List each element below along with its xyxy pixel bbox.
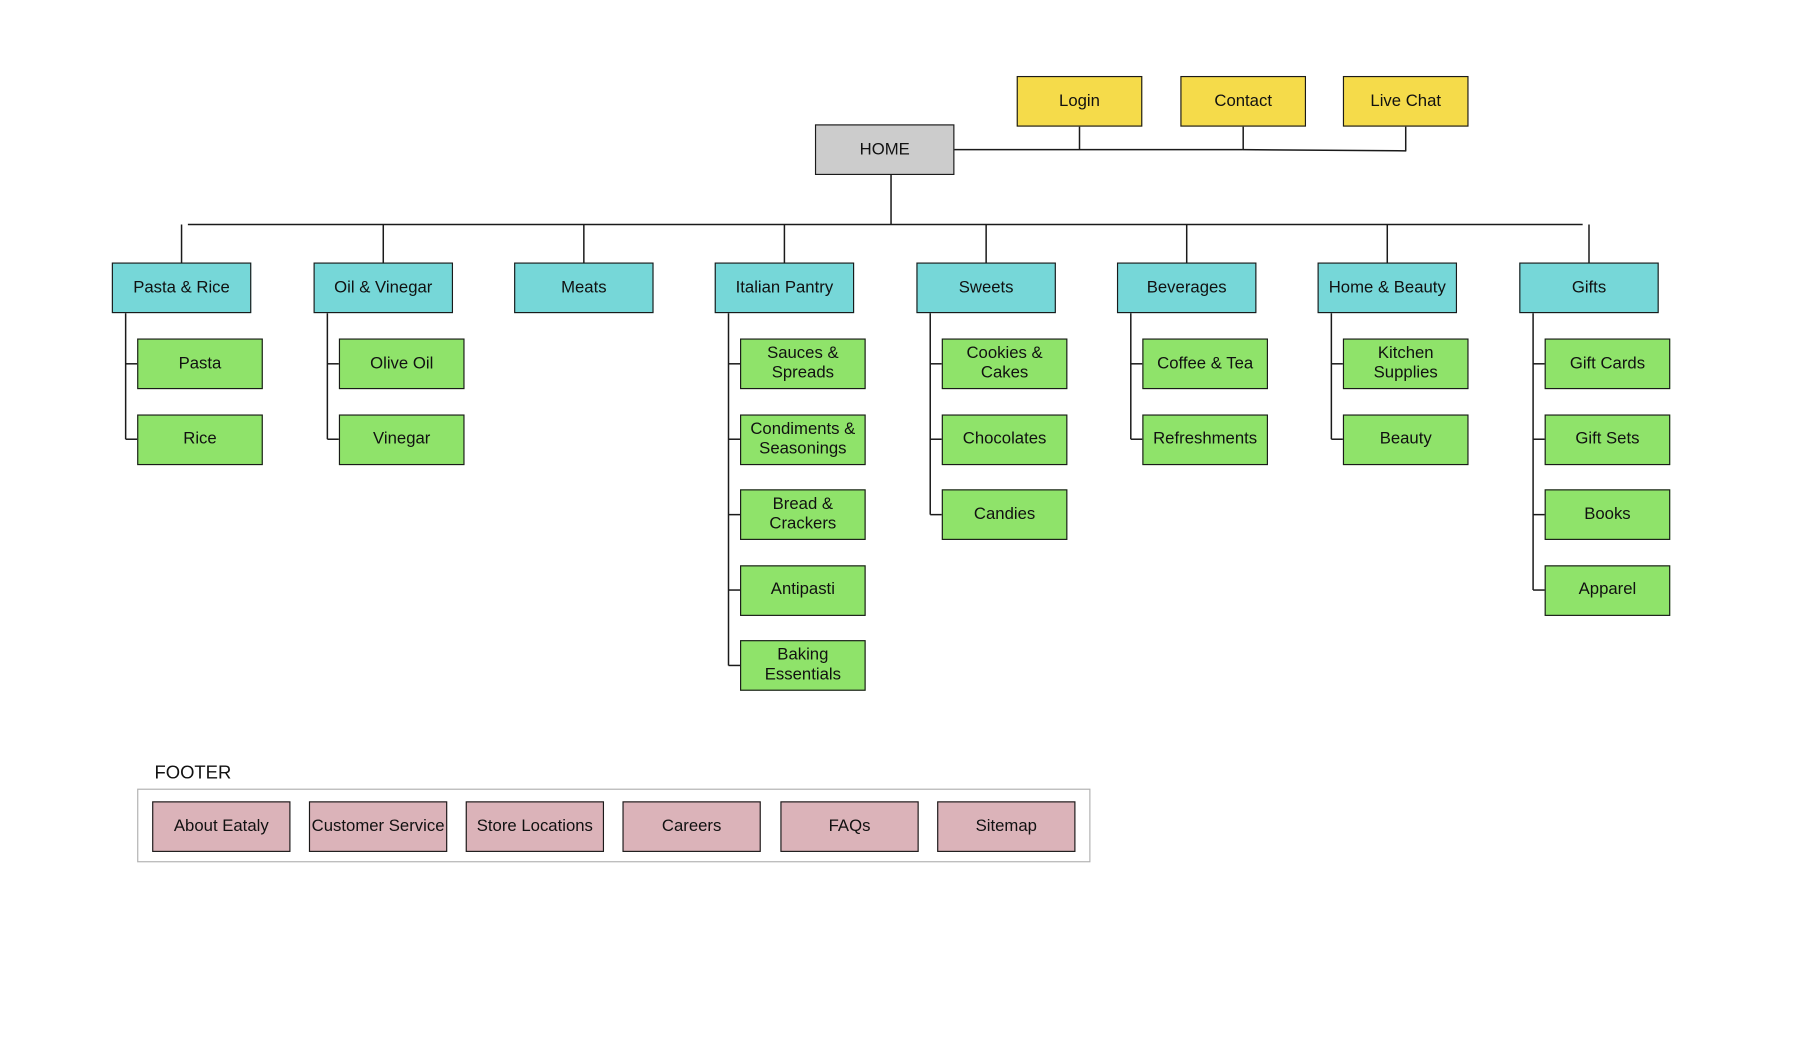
category-node-pasta-and-rice: Pasta & Rice: [111, 262, 252, 314]
subcategory-node-sauces-and-spreads: Sauces & Spreads: [740, 338, 866, 390]
category-node-beverages: Beverages: [1116, 262, 1257, 314]
category-node-italian-pantry: Italian Pantry: [714, 262, 855, 314]
footer-title: FOOTER: [154, 763, 232, 783]
connector-lines: [124, 126, 1590, 667]
utility-node-contact: Contact: [1180, 75, 1307, 127]
category-node-gifts: Gifts: [1519, 262, 1659, 314]
home-node: HOME: [814, 124, 955, 175]
subcategory-node-vinegar: Vinegar: [338, 413, 465, 465]
subcategory-node-antipasti: Antipasti: [740, 564, 866, 616]
utility-node-login: Login: [1016, 75, 1143, 127]
subcategory-node-beauty: Beauty: [1342, 413, 1469, 465]
category-node-sweets: Sweets: [916, 262, 1056, 314]
footer-node-customer-service: Customer Service: [308, 801, 448, 852]
footer-node-about-eataly: About Eataly: [152, 801, 291, 852]
subcategory-node-cookies-and-cakes: Cookies & Cakes: [941, 338, 1068, 390]
category-node-meats: Meats: [514, 262, 654, 314]
subcategory-node-gift-sets: Gift Sets: [1544, 413, 1671, 465]
subcategory-node-condiments-and-seasonings: Condiments & Seasonings: [740, 413, 866, 465]
footer-node-careers: Careers: [622, 801, 761, 852]
subcategory-node-coffee-and-tea: Coffee & Tea: [1142, 338, 1268, 390]
subcategory-node-candies: Candies: [941, 489, 1068, 540]
subcategory-node-rice: Rice: [137, 413, 263, 465]
subcategory-node-kitchen-supplies: Kitchen Supplies: [1342, 338, 1469, 390]
subcategory-node-pasta: Pasta: [137, 338, 263, 390]
subcategory-node-bread-and-crackers: Bread & Crackers: [740, 489, 866, 540]
category-node-home-and-beauty: Home & Beauty: [1317, 262, 1458, 314]
subcategory-node-olive-oil: Olive Oil: [338, 338, 465, 390]
subcategory-node-refreshments: Refreshments: [1142, 413, 1268, 465]
footer-node-faqs: FAQs: [780, 801, 919, 852]
subcategory-node-chocolates: Chocolates: [941, 413, 1068, 465]
utility-node-live-chat: Live Chat: [1342, 75, 1469, 127]
subcategory-node-apparel: Apparel: [1544, 564, 1671, 616]
home-utility-connector: [1242, 148, 1407, 152]
category-node-oil-and-vinegar: Oil & Vinegar: [313, 262, 454, 314]
footer-frame: [137, 788, 1091, 863]
footer-node-sitemap: Sitemap: [937, 801, 1076, 852]
subcategory-node-baking-essentials: Baking Essentials: [740, 640, 866, 691]
footer-node-store-locations: Store Locations: [465, 801, 605, 852]
subcategory-node-gift-cards: Gift Cards: [1544, 338, 1671, 390]
subcategory-node-books: Books: [1544, 489, 1671, 540]
